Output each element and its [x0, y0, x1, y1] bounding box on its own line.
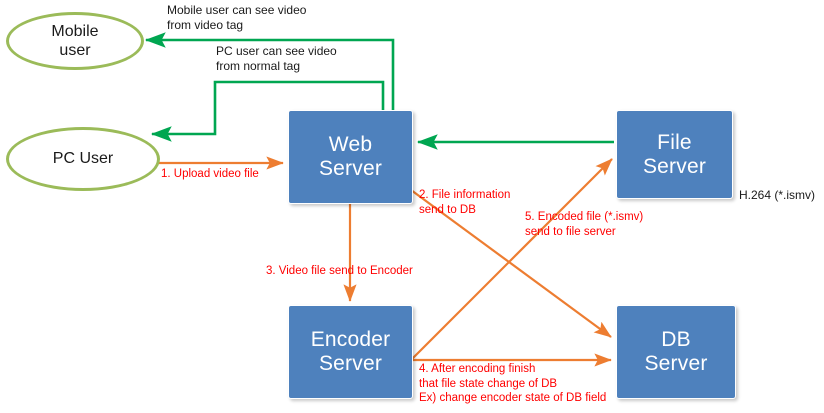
edge-label-step3: 3. Video file send to Encoder — [266, 265, 413, 277]
edge-label-step1: 1. Upload video file — [161, 168, 259, 180]
node-pc-user-label: PC User — [52, 150, 114, 168]
edge-label-step5: 5. Encoded file (*.ismv) send to file se… — [525, 211, 644, 238]
node-encoder-server-label: Encoder Server — [310, 328, 391, 375]
node-mobile-user-label: Mobile user — [51, 22, 99, 59]
edge-label-mobile-view: Mobile user can see video from video tag — [167, 3, 307, 33]
edge-label-step2: 2. File information send to DB — [419, 189, 511, 216]
node-db-server[interactable]: DB Server — [616, 305, 736, 399]
edge-label-step4: 4. After encoding finish that file state… — [419, 363, 607, 405]
node-mobile-user[interactable]: Mobile user — [6, 12, 144, 70]
node-db-server-label: DB Server — [644, 328, 708, 375]
note-codec: H.264 (*.ismv) — [739, 188, 816, 202]
node-file-server[interactable]: File Server — [616, 110, 733, 199]
node-web-server-label: Web Server — [318, 133, 383, 180]
node-file-server-label: File Server — [642, 130, 707, 178]
edge-label-pc-view: PC user can see video from normal tag — [216, 44, 337, 74]
node-web-server[interactable]: Web Server — [288, 110, 413, 204]
node-pc-user[interactable]: PC User — [6, 127, 160, 191]
node-encoder-server[interactable]: Encoder Server — [288, 305, 413, 399]
